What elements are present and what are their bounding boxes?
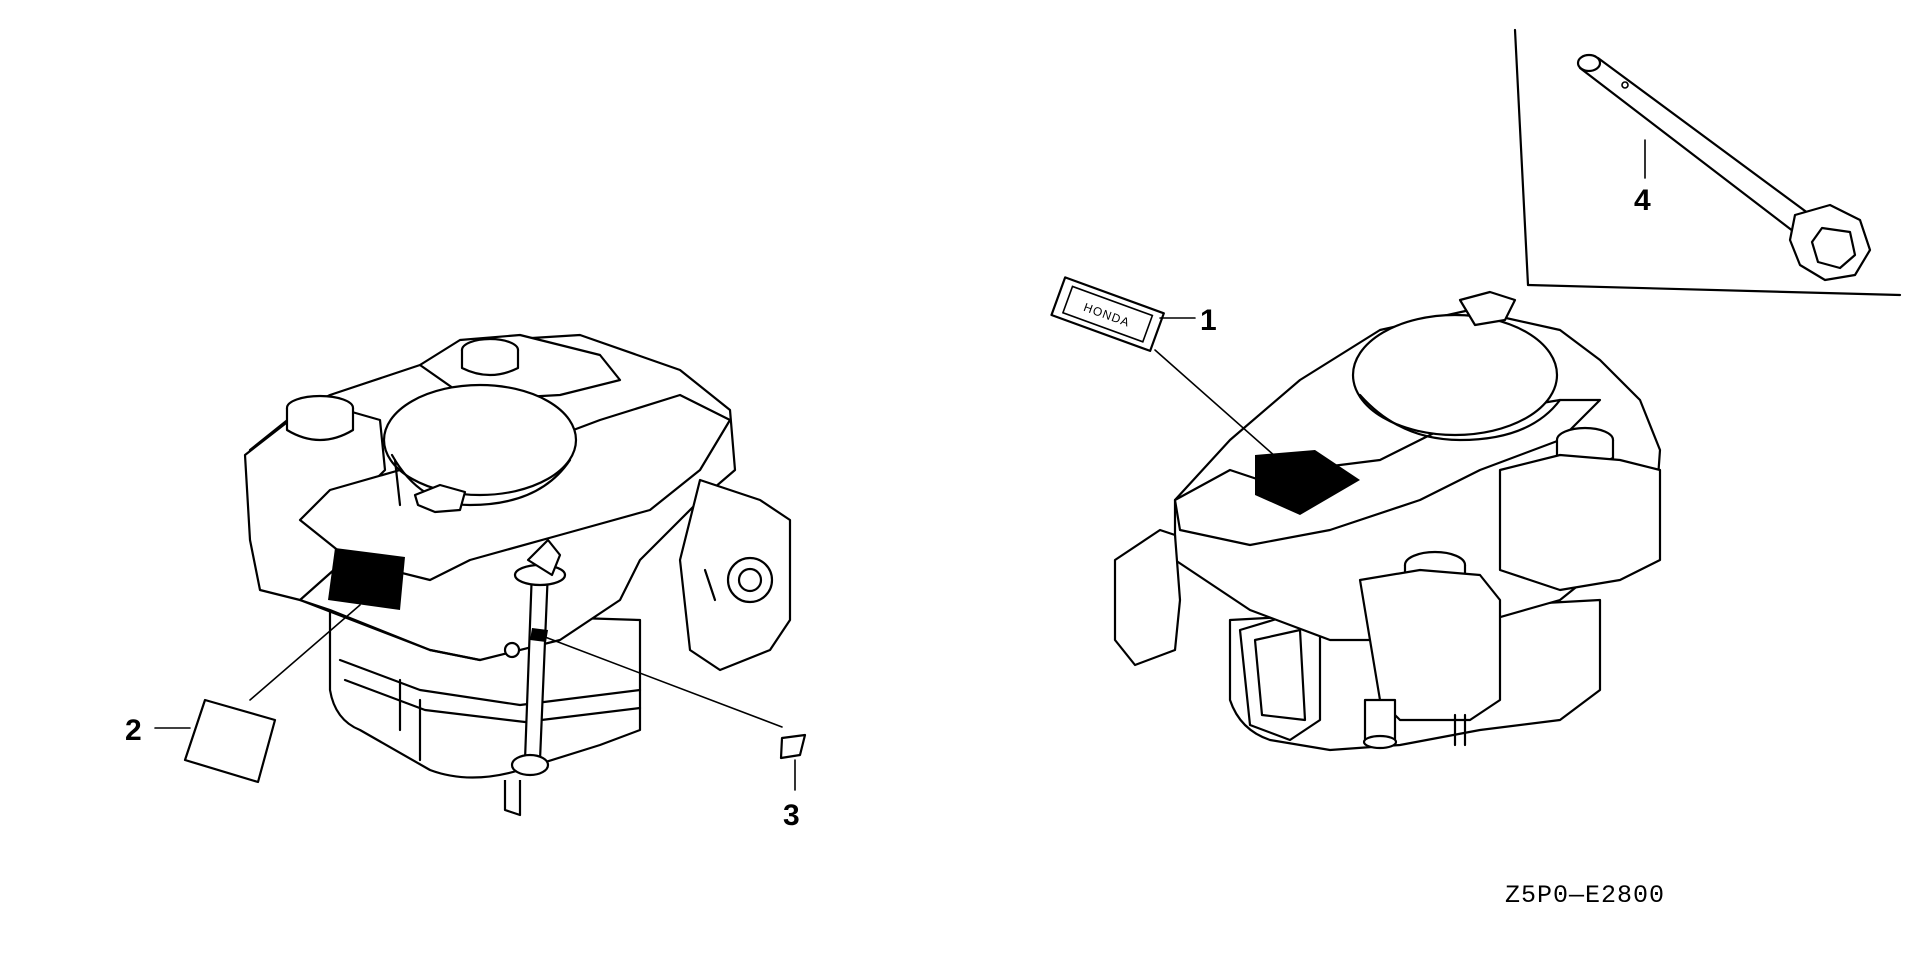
part-4-socket-wrench: [1576, 53, 1872, 282]
drawing-code: Z5P0—E2800: [1505, 881, 1665, 910]
callout-3: 3: [783, 799, 800, 832]
callout-2: 2: [125, 714, 142, 747]
part-2-label: [183, 698, 277, 784]
inset-box: [1513, 28, 1902, 297]
callout-1: 1: [1200, 304, 1217, 337]
callout-labels: 1 2 3 4: [125, 184, 1651, 832]
left-engine: [243, 333, 792, 817]
right-engine: [1113, 290, 1662, 752]
callout-4: 4: [1634, 184, 1651, 217]
part-3-label: [779, 733, 807, 760]
left-leader-lines: [154, 604, 796, 791]
part-1-emblem: HONDA: [1050, 276, 1165, 352]
right-leader-lines: [1154, 317, 1286, 466]
